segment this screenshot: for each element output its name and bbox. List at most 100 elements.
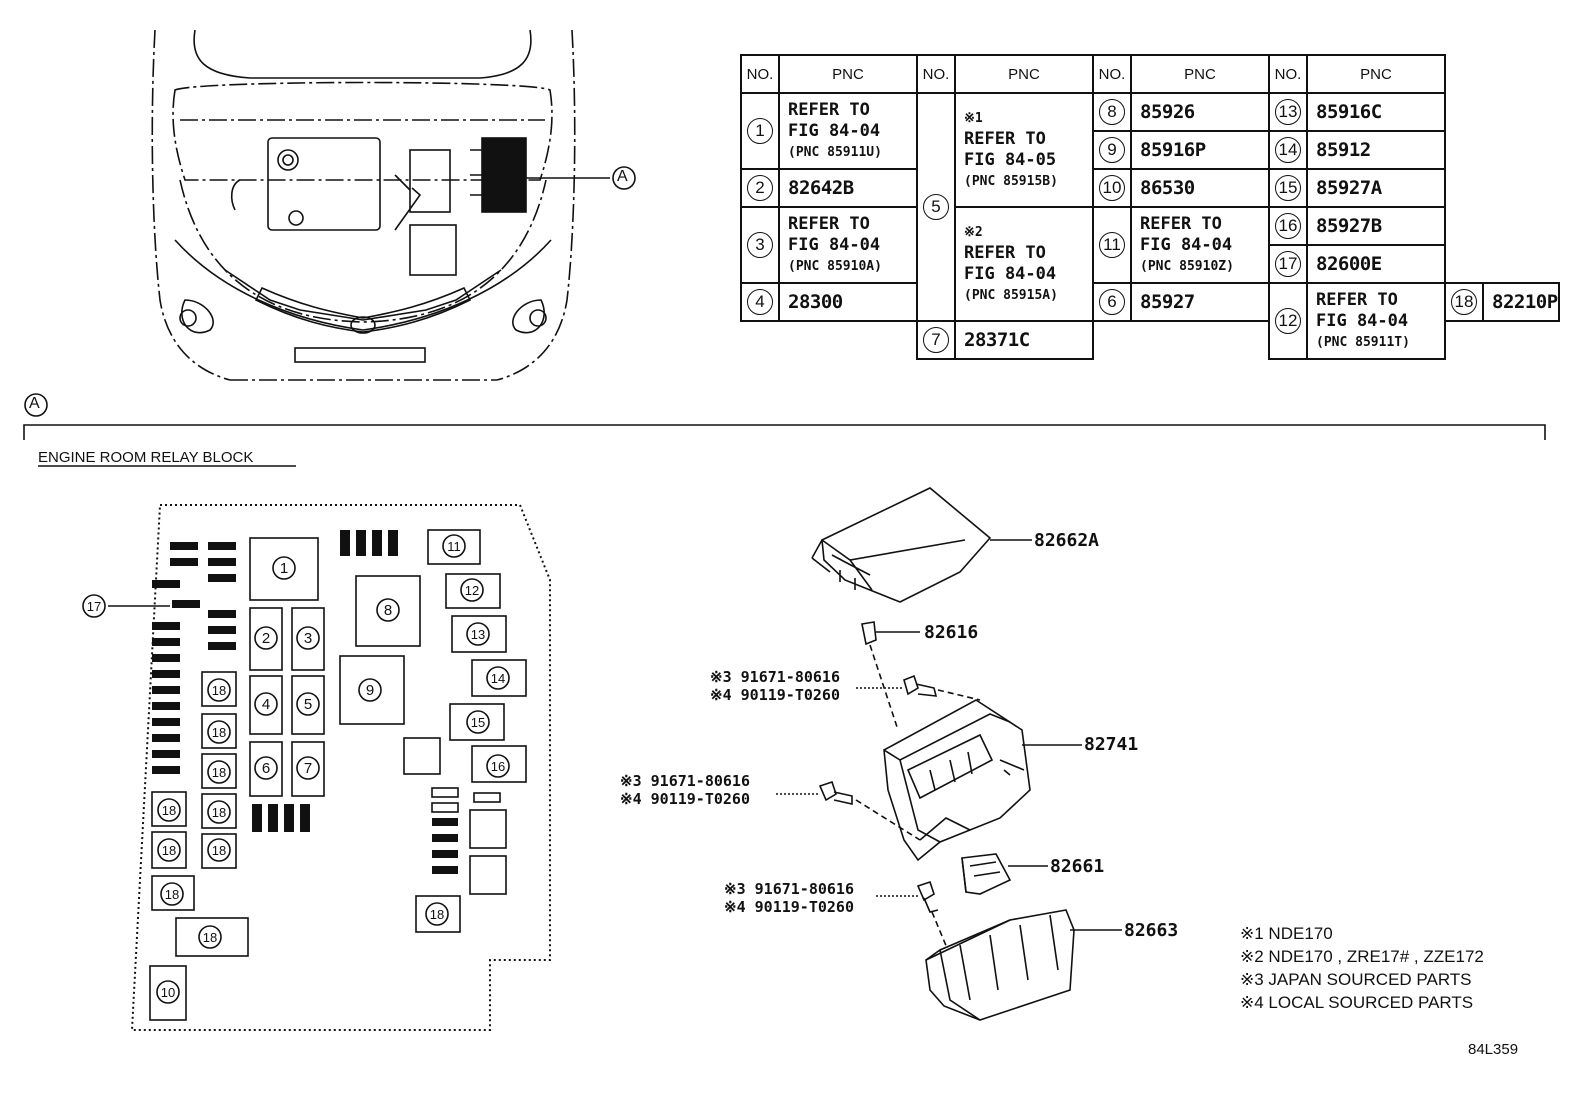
part-housing-82741 bbox=[883, 699, 1082, 862]
block-callout-label: 8 bbox=[384, 602, 392, 619]
section-frame bbox=[23, 393, 1546, 467]
block-callout-circle bbox=[156, 980, 180, 1004]
table-pnc: REFER TO FIG 84-04 (PNC 85910A) bbox=[778, 206, 918, 284]
table-row: 7 28371C bbox=[741, 320, 1559, 360]
table-pnc: 82600E bbox=[1306, 244, 1446, 284]
relay-block-pins bbox=[152, 530, 458, 874]
table-no: 16 bbox=[1275, 213, 1301, 239]
header-pnc-4: PNC bbox=[1306, 54, 1446, 94]
part-label-relay: 82661 bbox=[1050, 856, 1105, 877]
table-pnc: 82210P bbox=[1482, 282, 1560, 322]
figure-code: 84L359 bbox=[1468, 1041, 1519, 1058]
block-callout-circle bbox=[296, 756, 320, 780]
table-no: 13 bbox=[1275, 99, 1301, 125]
table-pnc: 85916C bbox=[1306, 92, 1446, 132]
part-label-bracket: 82663 bbox=[1124, 920, 1179, 941]
block-callout-label: 5 bbox=[304, 696, 312, 713]
block-callout-label: 9 bbox=[366, 682, 374, 699]
block-callout-circle bbox=[254, 626, 278, 650]
part-label-cover: 82662A bbox=[1034, 530, 1100, 551]
table-no: 14 bbox=[1275, 137, 1301, 163]
table-no: 5 bbox=[923, 194, 949, 220]
block-callout-circle bbox=[157, 798, 181, 822]
block-callout-circle bbox=[207, 800, 231, 824]
block-callout-label: 2 bbox=[262, 630, 270, 647]
header-no-2: NO. bbox=[916, 54, 956, 94]
block-callout-label: 18 bbox=[203, 930, 217, 945]
callout-letter-section: A bbox=[29, 395, 40, 412]
table-pnc: ※1 REFER TO FIG 84-05 (PNC 85915B) bbox=[954, 92, 1094, 208]
block-callout-circle bbox=[272, 556, 296, 580]
pnc-table: NO. PNC NO. PNC NO. PNC NO. PNC 1 REFER … bbox=[740, 54, 1560, 360]
part-label-bolt-2: ※3 91671-80616 ※4 90119-T0260 bbox=[620, 772, 750, 808]
block-callout-circle bbox=[207, 720, 231, 744]
table-pnc: 28371C bbox=[954, 320, 1094, 360]
part-label-bolt-1: ※3 91671-80616 ※4 90119-T0260 bbox=[710, 668, 840, 704]
block-callout-circle bbox=[296, 692, 320, 716]
callout-letter-top: A bbox=[617, 168, 628, 185]
block-callout-label: 18 bbox=[212, 725, 226, 740]
block-callout-circle bbox=[160, 882, 184, 906]
relay-block-outline bbox=[130, 504, 551, 1031]
footnote-2: ※2 NDE170 , ZRE17# , ZZE172 bbox=[1240, 947, 1484, 966]
table-no: 3 bbox=[747, 232, 773, 258]
block-callout-circle bbox=[296, 626, 320, 650]
table-row: 2 82642B 10 86530 15 85927A bbox=[740, 168, 1559, 208]
footnote-3: ※3 JAPAN SOURCED PARTS bbox=[1240, 970, 1472, 989]
table-no: 10 bbox=[1099, 175, 1125, 201]
table-no: 12 bbox=[1275, 308, 1301, 334]
table-no: 8 bbox=[1099, 99, 1125, 125]
block-callout-circle bbox=[198, 925, 222, 949]
table-header-row: NO. PNC NO. PNC NO. PNC NO. PNC bbox=[740, 54, 1559, 94]
table-pnc: ※2 REFER TO FIG 84-04 (PNC 85915A) bbox=[954, 206, 1094, 322]
header-pnc-3: PNC bbox=[1130, 54, 1270, 94]
block-callout-label: 10 bbox=[161, 985, 175, 1000]
table-pnc: 85927A bbox=[1306, 168, 1446, 208]
block-callout-label: 18 bbox=[165, 887, 179, 902]
table-no: 2 bbox=[747, 175, 773, 201]
table-row: 9 85916P 14 85912 bbox=[741, 130, 1559, 170]
block-callout-circle bbox=[82, 594, 106, 618]
block-callout-circle bbox=[466, 710, 490, 734]
table-pnc: REFER TO FIG 84-04 (PNC 85910Z) bbox=[1130, 206, 1270, 284]
table-row: 4 28300 6 85927 12 REFER TO FIG 84-04 (P… bbox=[740, 282, 1560, 360]
block-callout-label: 7 bbox=[304, 760, 312, 777]
table-no: 17 bbox=[1275, 251, 1301, 277]
part-label-pin: 82616 bbox=[924, 622, 979, 643]
part-bolt-2 bbox=[776, 780, 921, 841]
header-pnc-1: PNC bbox=[778, 54, 918, 94]
table-pnc: 82642B bbox=[778, 168, 918, 208]
part-label-bolt-3: ※3 91671-80616 ※4 90119-T0260 bbox=[724, 880, 854, 916]
block-callout-circle bbox=[442, 534, 466, 558]
block-callout-label: 18 bbox=[162, 843, 176, 858]
header-no-1: NO. bbox=[740, 54, 780, 94]
block-callout-circle bbox=[358, 678, 382, 702]
block-callout-circle bbox=[466, 622, 490, 646]
block-callout-label: 18 bbox=[212, 805, 226, 820]
callout-a-top bbox=[612, 166, 636, 190]
part-cover-82662a bbox=[811, 487, 1032, 603]
table-pnc: REFER TO FIG 84-04 (PNC 85911U) bbox=[778, 92, 918, 170]
block-callout-circle bbox=[254, 692, 278, 716]
block-callout-label: 1 bbox=[280, 560, 288, 577]
part-relay-82661 bbox=[961, 853, 1048, 895]
table-row: 3 REFER TO FIG 84-04 (PNC 85910A) ※2 REF… bbox=[740, 206, 1559, 322]
table-no: 1 bbox=[747, 118, 773, 144]
footnote-1: ※1 NDE170 bbox=[1240, 924, 1333, 943]
relay-block-slots bbox=[108, 529, 527, 1021]
block-callout-circle bbox=[376, 598, 400, 622]
block-callout-circle bbox=[207, 678, 231, 702]
header-no-4: NO. bbox=[1268, 54, 1308, 94]
block-callout-circle bbox=[486, 754, 510, 778]
block-callout-label: 3 bbox=[304, 630, 312, 647]
table-no: 11 bbox=[1099, 232, 1125, 258]
table-pnc: 85927B bbox=[1306, 206, 1446, 246]
table-pnc: REFER TO FIG 84-04 (PNC 85911T) bbox=[1306, 282, 1446, 360]
block-callout-label: 18 bbox=[212, 683, 226, 698]
block-callout-label: 17 bbox=[87, 599, 101, 614]
block-callout-circle bbox=[460, 578, 484, 602]
block-callout-label: 11 bbox=[447, 539, 461, 554]
header-pnc-2: PNC bbox=[954, 54, 1094, 94]
